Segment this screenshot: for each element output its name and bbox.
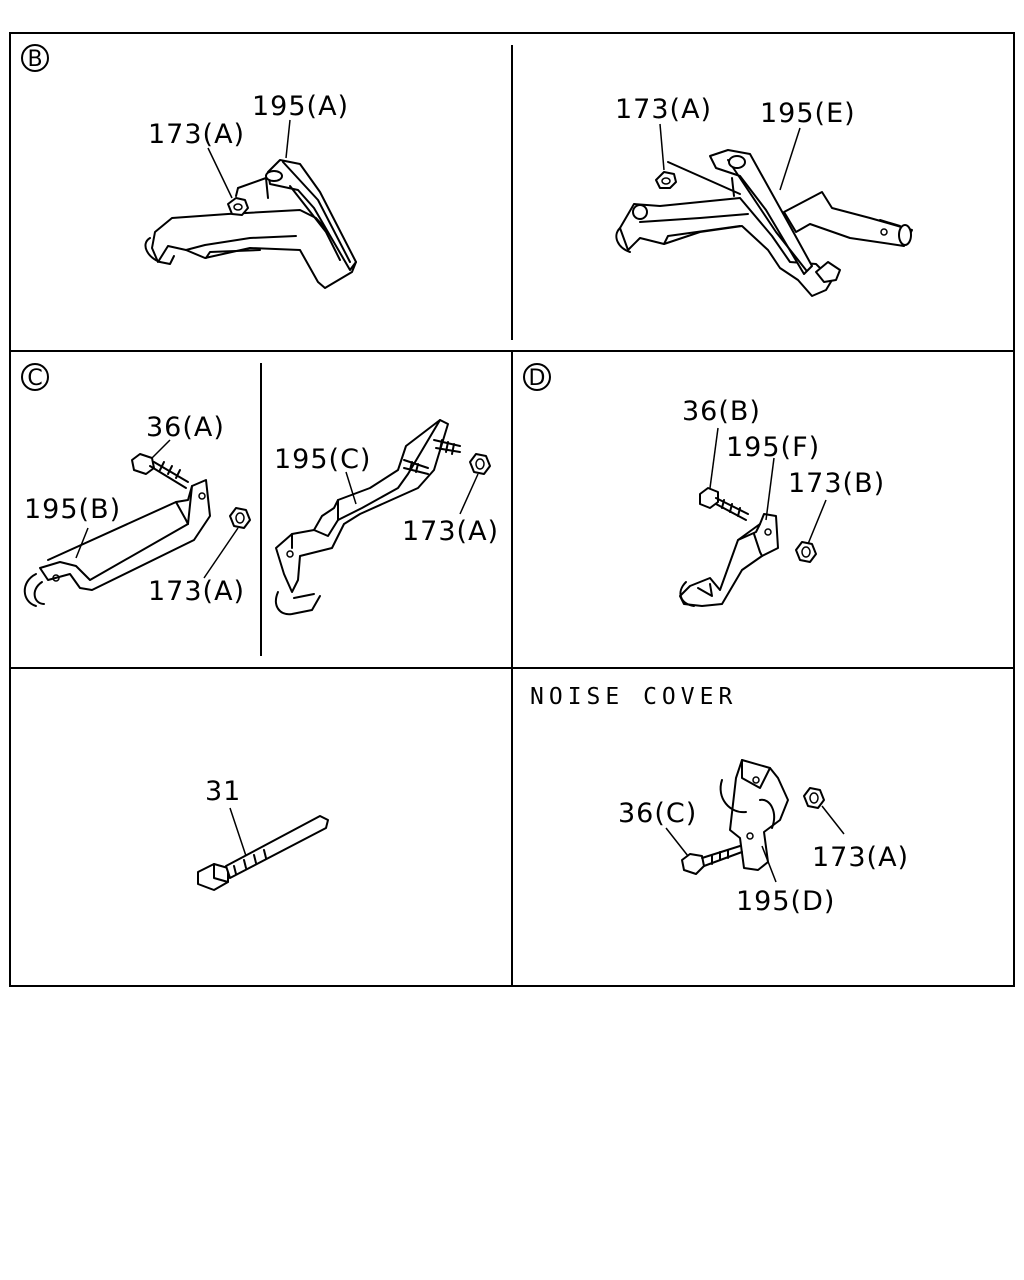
bracket-195e xyxy=(615,149,913,297)
nut-173a xyxy=(229,507,251,529)
label-195e: 195(E) xyxy=(760,98,856,129)
label-173a: 173(A) xyxy=(148,576,245,607)
section-noise-cover: NOISE COVER 36(C) 173(A) 195(D) xyxy=(530,684,909,917)
diagram-frame xyxy=(9,32,1015,987)
nut-173a-right xyxy=(655,171,677,189)
label-195a: 195(A) xyxy=(252,91,349,122)
nut-173a xyxy=(227,197,249,216)
bolt-36a xyxy=(131,453,189,489)
nut-173b xyxy=(795,541,817,563)
section-marker-d: D xyxy=(523,363,551,391)
stud-pair xyxy=(403,439,461,475)
label-31: 31 xyxy=(205,776,241,807)
bracket-195a xyxy=(144,159,357,289)
cable-tie-31 xyxy=(197,815,329,891)
label-195d: 195(D) xyxy=(736,886,835,917)
label-36c: 36(C) xyxy=(618,798,697,829)
section-c: C 36(A) 195(B) 173(A) xyxy=(21,363,499,616)
nut-173a xyxy=(803,787,825,809)
label-173a: 173(A) xyxy=(148,119,245,150)
section-cable-tie: 31 xyxy=(197,776,329,891)
label-195c: 195(C) xyxy=(274,444,371,475)
nut-173a xyxy=(469,453,491,475)
svg-text:B: B xyxy=(27,47,42,72)
label-195f: 195(F) xyxy=(726,432,820,463)
section-d: D 36(B) 195(F) 173(B) xyxy=(523,363,885,607)
label-173a: 173(A) xyxy=(812,842,909,873)
label-173a: 173(A) xyxy=(615,94,712,125)
section-b: B 195(A) 173(A) xyxy=(21,44,913,297)
bracket-195f xyxy=(679,513,779,607)
bolt-36c xyxy=(681,845,743,875)
label-195b: 195(B) xyxy=(24,494,121,525)
bolt-36b xyxy=(699,487,749,521)
svg-text:D: D xyxy=(529,366,546,391)
caption-noise-cover: NOISE COVER xyxy=(530,684,737,710)
bracket-195b xyxy=(23,479,211,607)
bracket-195d xyxy=(719,759,789,871)
label-173a: 173(A) xyxy=(402,516,499,547)
section-marker-b: B xyxy=(21,44,49,72)
svg-text:C: C xyxy=(27,366,42,391)
label-36a: 36(A) xyxy=(146,412,225,443)
label-173b: 173(B) xyxy=(788,468,885,499)
section-marker-c: C xyxy=(21,363,49,391)
label-36b: 36(B) xyxy=(682,396,761,427)
